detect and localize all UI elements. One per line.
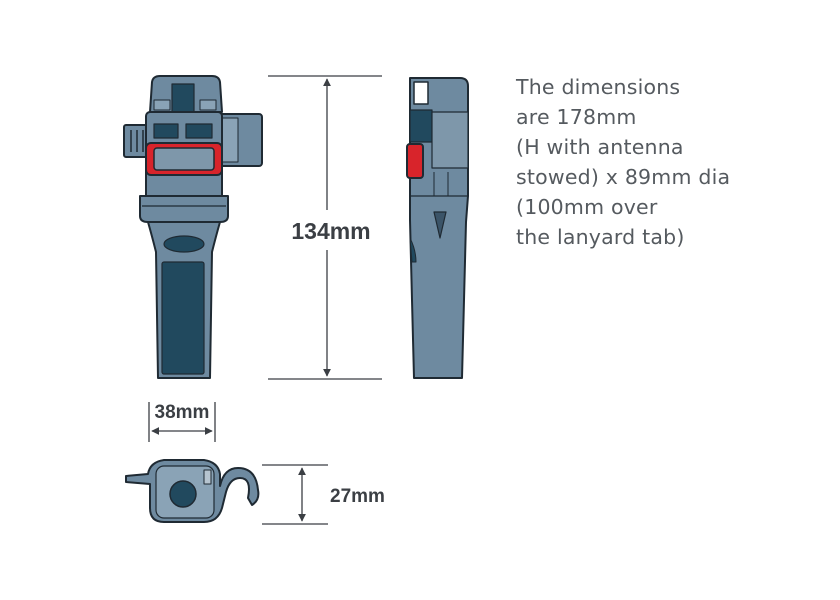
caption-line: the lanyard tab): [516, 225, 685, 249]
dimensions-caption: The dimensions are 178mm (H with antenna…: [516, 72, 816, 252]
caption-line: The dimensions: [516, 75, 681, 99]
height-label: 134mm: [291, 218, 370, 244]
caption-line: are 178mm: [516, 105, 637, 129]
device-side-view: [406, 77, 469, 379]
caption-line: (100mm over: [516, 195, 658, 219]
depth-dimension: [262, 464, 328, 525]
height-dimension: [268, 75, 382, 380]
width-label: 38mm: [155, 402, 210, 423]
width-dimension: [148, 402, 216, 442]
depth-label: 27mm: [330, 486, 385, 507]
caption-line: stowed) x 89mm dia: [516, 165, 731, 189]
device-front-view: [123, 75, 263, 379]
caption-line: (H with antenna: [516, 135, 684, 159]
device-bottom-view: [125, 459, 260, 523]
